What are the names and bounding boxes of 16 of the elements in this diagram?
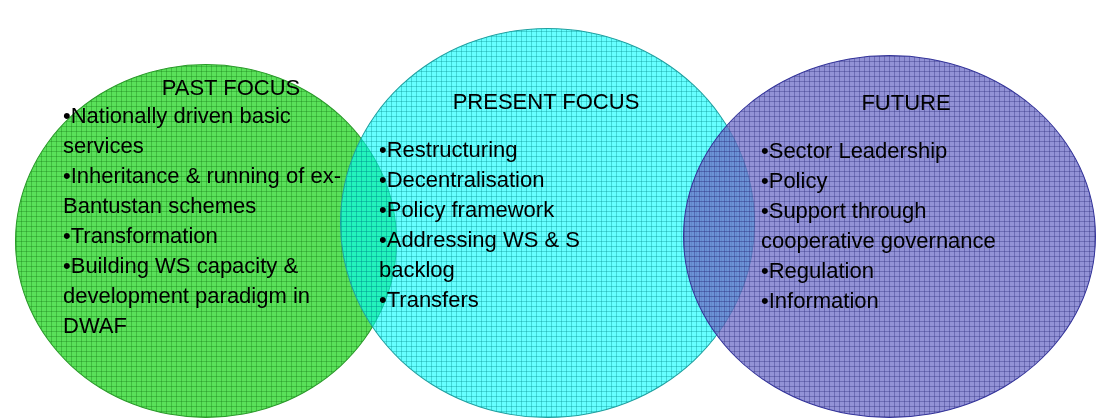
circle-heading: PAST FOCUS [160, 74, 302, 102]
bullet-item: •Decentralisation [379, 166, 546, 194]
bullet-item: •Regulation [761, 257, 875, 285]
bullet-item: •Transformation [63, 222, 219, 250]
bullet-item: •Restructuring [379, 136, 519, 164]
bullet-item: •Addressing WS & S backlog [379, 226, 581, 284]
circle-heading: FUTURE [860, 89, 952, 117]
bullet-item: •Transfers [379, 286, 480, 314]
bullet-item: •Policy framework [379, 196, 556, 224]
bullet-item: •Sector Leadership [761, 137, 949, 165]
bullet-item: •Information [761, 287, 880, 315]
circle-heading: PRESENT FOCUS [451, 88, 641, 116]
bullet-item: •Inheritance & running of ex-Bantustan schemes [63, 162, 342, 220]
bullet-item: •Policy [761, 167, 829, 195]
bullet-item: •Support through cooperative governance [761, 197, 997, 255]
bullet-item: •Building WS capacity & development paradigm in DWAF [63, 252, 312, 340]
